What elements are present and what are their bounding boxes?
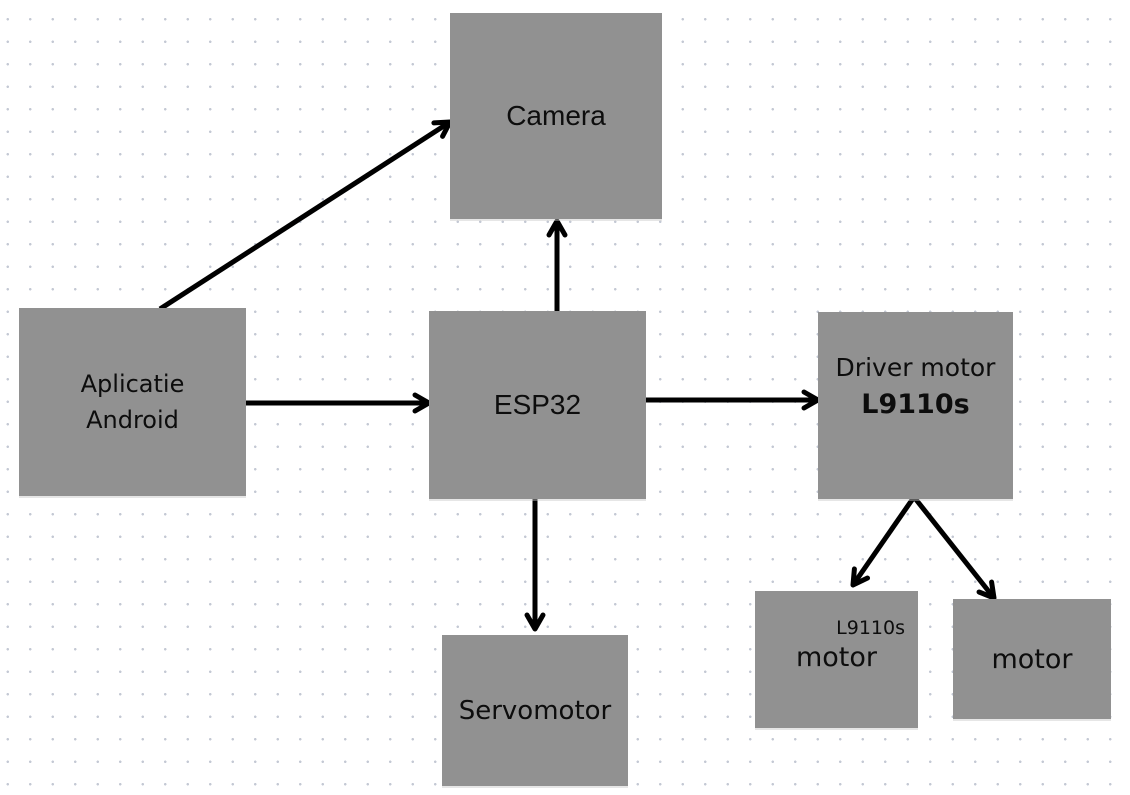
node-label: ESP32	[429, 389, 646, 421]
node-l9110s-motor: L9110s motor	[755, 591, 918, 728]
node-label-line: ESP32	[493, 389, 582, 420]
edge-driver_motor-to-motor	[912, 495, 997, 601]
node-label-line: motor	[795, 641, 878, 673]
node-label: motor	[953, 644, 1111, 675]
node-driver-motor-l9110s: Driver motor L9110s	[818, 312, 1013, 499]
node-label: L9110s motor	[755, 615, 918, 675]
node-label: Camera	[450, 100, 662, 132]
node-servomotor: Servomotor	[442, 635, 628, 786]
node-camera: Camera	[450, 13, 662, 219]
node-label-line: motor	[991, 643, 1073, 675]
node-label-line: L9110s	[836, 616, 905, 639]
node-label-line: Camera	[506, 100, 606, 131]
node-aplicatie-android: Aplicatie Android	[19, 308, 246, 496]
node-label-line: Aplicatie	[80, 370, 185, 398]
node-label: Driver motor L9110s	[818, 349, 1013, 423]
node-label-line: L9110s	[861, 388, 970, 420]
node-label-line: Driver motor	[835, 352, 996, 382]
node-label-line: Servomotor	[458, 695, 612, 726]
node-esp32: ESP32	[429, 311, 646, 499]
node-label-line: Android	[86, 406, 179, 434]
edge-driver_motor-to-l9110s_motor	[850, 495, 917, 588]
node-label: Servomotor	[442, 696, 628, 726]
edge-aplicatie_android-to-camera	[158, 119, 453, 312]
node-label: Aplicatie Android	[19, 366, 246, 438]
node-motor: motor	[953, 599, 1111, 719]
